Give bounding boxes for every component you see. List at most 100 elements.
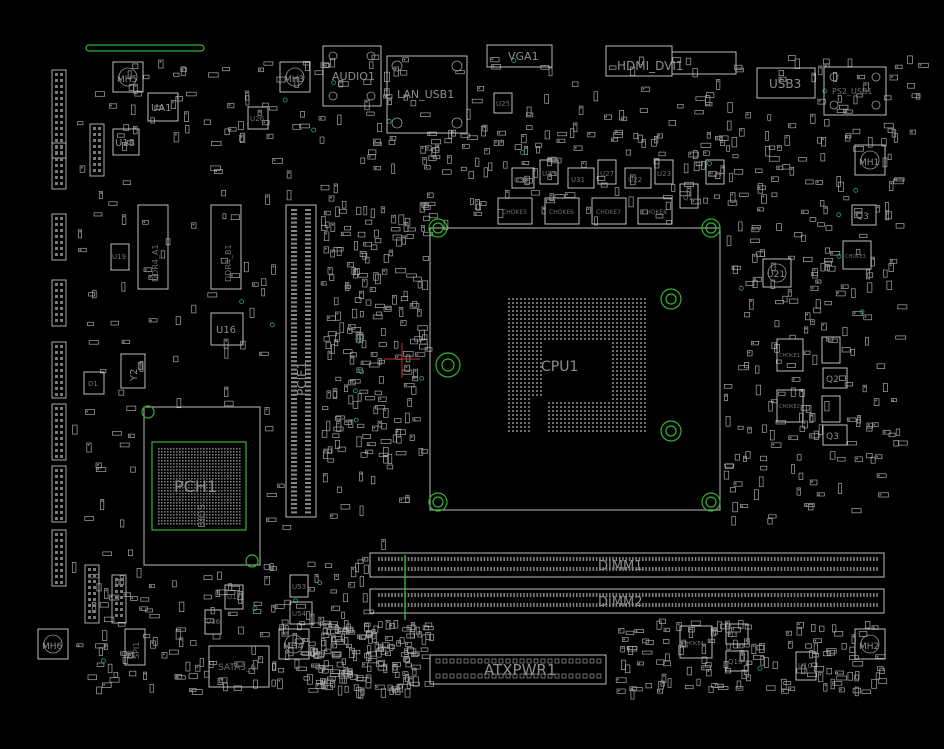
dimm-pin: [800, 567, 802, 571]
cpu-pin: [600, 430, 602, 432]
dimm-pin: [589, 557, 591, 561]
connector-lan-usb1[interactable]: LAN_USB1: [386, 55, 468, 134]
pch-ball: [203, 523, 205, 525]
pch-ball: [158, 505, 160, 507]
connector-usb3[interactable]: USB3: [756, 67, 816, 99]
dimm-pin: [780, 593, 783, 597]
dimm-pin: [823, 557, 826, 561]
passive: [413, 276, 422, 282]
cpu-pin: [528, 422, 530, 424]
passive: [794, 58, 800, 69]
pcie-pin: [305, 406, 311, 409]
pch-ball: [230, 448, 232, 450]
passive: [724, 463, 735, 468]
cpu-pin: [620, 430, 622, 432]
passive: [299, 123, 310, 129]
cpu-pin: [644, 366, 646, 368]
chip-u21[interactable]: U21: [762, 258, 792, 288]
pch-ball: [236, 520, 238, 522]
connector-hdmi-dvi1[interactable]: HDMI_DVI1: [605, 45, 737, 77]
cpu-pin: [532, 386, 534, 388]
chip-u16[interactable]: U16: [210, 312, 244, 346]
passive-pad: [887, 212, 890, 215]
cpu-pin: [544, 330, 546, 332]
cpu-pin: [612, 358, 614, 360]
dimm-pin: [717, 557, 720, 561]
u19-label: U19: [112, 253, 126, 261]
dimm-pin: [770, 567, 773, 571]
connector-audio1[interactable]: AUDIO1: [322, 45, 382, 107]
cpu-pin: [560, 322, 562, 324]
q2-label: Q2: [826, 375, 839, 385]
cpu-pin: [524, 354, 526, 356]
header-spi1[interactable]: SPI1: [124, 628, 146, 666]
chip-ua1[interactable]: UA1: [147, 92, 179, 122]
mount-hole-mh2[interactable]: MH2: [854, 628, 886, 660]
passive-pad: [702, 666, 705, 669]
passive-pad: [803, 422, 806, 424]
chip-u18[interactable]: U18: [112, 128, 140, 156]
pch-ball: [230, 463, 232, 465]
mount-hole-mh4[interactable]: MH4: [278, 628, 310, 660]
mount-hole-mh6[interactable]: MH6: [37, 628, 69, 660]
pch-ball: [233, 487, 235, 489]
crystal-y2[interactable]: Y2: [120, 353, 146, 389]
passive: [823, 205, 828, 215]
cpu-pin: [584, 298, 586, 300]
cpu-pin: [508, 394, 510, 396]
passive-pad: [363, 280, 366, 282]
pcie-pin: [305, 272, 311, 274]
mount-hole-mh1[interactable]: MH1: [854, 144, 886, 176]
pch-ball: [239, 460, 241, 462]
passive: [520, 134, 527, 144]
passive: [796, 622, 804, 628]
connector-ps2-usb1[interactable]: PS2_USB1: [823, 66, 887, 116]
pch-ball: [164, 475, 166, 477]
pch-ball: [233, 499, 235, 501]
edge-pin: [60, 91, 63, 94]
dimm-pin: [595, 557, 598, 561]
passive: [726, 120, 732, 131]
cpu-pin: [636, 334, 638, 336]
cpu-pin: [644, 402, 646, 404]
passive: [366, 630, 372, 638]
passive: [215, 589, 220, 598]
dimm-pin: [793, 593, 796, 597]
dimm-pin: [490, 603, 492, 607]
cpu-pin: [640, 314, 642, 316]
dimm1-slot[interactable]: DIMM1: [369, 552, 885, 578]
passive: [381, 539, 386, 550]
passive: [376, 311, 383, 316]
connector-vga1[interactable]: VGA1: [486, 44, 553, 68]
connector-sata3-6[interactable]: SATA3_6: [208, 645, 270, 688]
pch-ball: [170, 469, 172, 471]
cpu-pin: [512, 326, 514, 328]
passive: [467, 135, 478, 140]
pcie-slot[interactable]: PCIE1: [285, 204, 317, 518]
q3-label: Q3: [826, 432, 839, 442]
dimm-pin: [711, 567, 713, 571]
cpu-pin: [628, 342, 630, 344]
cpu-pin: [520, 346, 522, 348]
pch-ball: [212, 493, 214, 495]
pch-ball: [197, 499, 199, 501]
mount-hole-mh3[interactable]: MH3: [279, 61, 311, 93]
pch-chip[interactable]: PCH1 BIOS: [141, 405, 261, 568]
pch-ball: [236, 493, 238, 495]
dimm2-slot[interactable]: DIMM2: [369, 588, 885, 614]
passive: [826, 649, 836, 656]
pch-ball: [227, 514, 229, 516]
pcie-pin: [305, 309, 311, 312]
connector-atxpwr1[interactable]: ATXPWR1: [429, 654, 607, 685]
cpu-pin: [560, 310, 562, 312]
pch-ball: [218, 469, 220, 471]
pch-ball: [206, 514, 208, 516]
mount-hole-mh5[interactable]: MH5: [112, 61, 144, 93]
pch-ball: [227, 511, 229, 513]
cpu-pin: [620, 302, 622, 304]
pch-ball: [161, 517, 163, 519]
pch-ball: [200, 508, 202, 510]
pch-ball: [182, 484, 184, 486]
passive-pad: [374, 140, 377, 142]
cpu-socket[interactable]: CPU1: [429, 227, 721, 511]
